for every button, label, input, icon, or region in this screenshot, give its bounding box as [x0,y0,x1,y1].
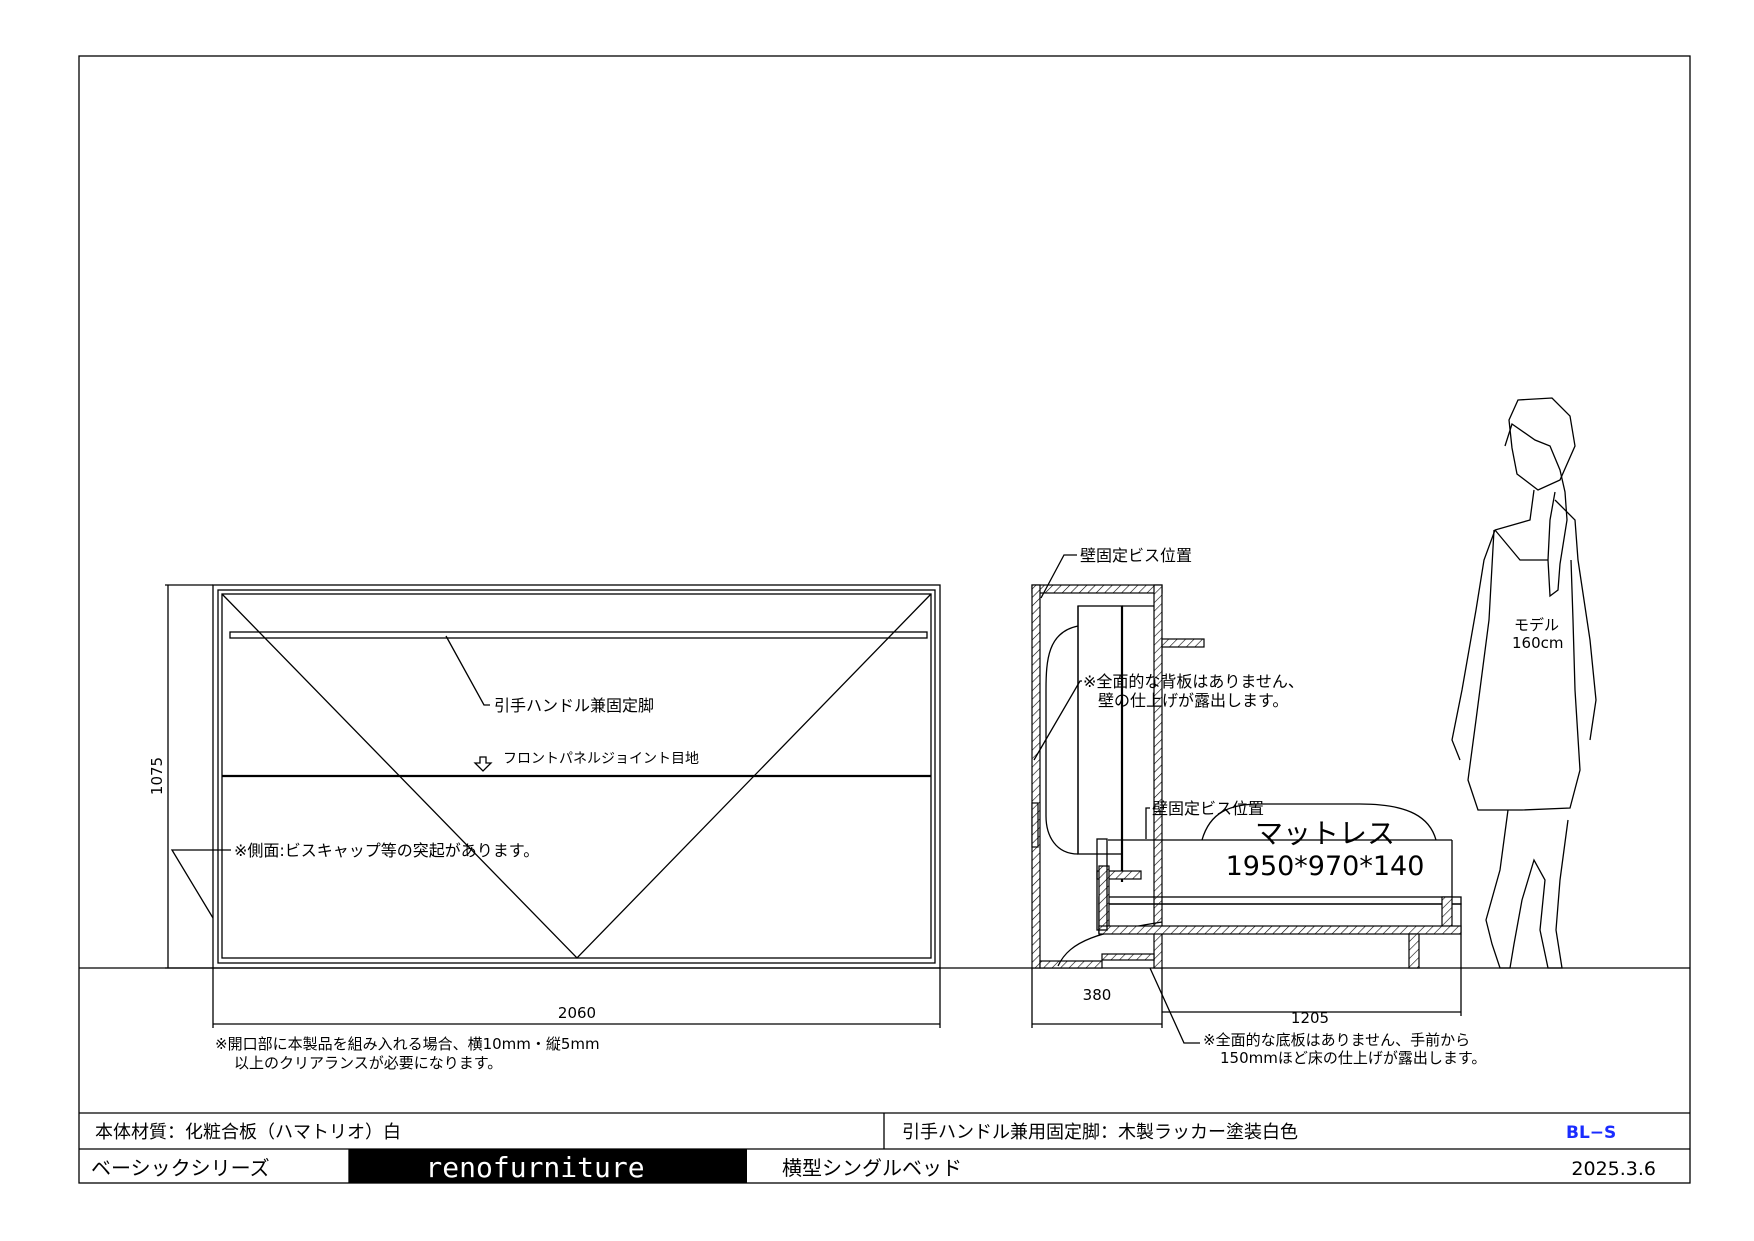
front-board [1153,584,1163,969]
label-height: 160cm [1512,634,1564,652]
dim-depth-closed: 380 [1083,986,1112,1004]
note-side: ※側面:ビスキャップ等の突起があります。 [234,841,539,860]
human-figure: モデル 160cm [1451,397,1597,969]
wall-side-board [1031,584,1041,969]
sheet-border [78,55,1691,1184]
mattress-top [1098,896,1462,905]
dim-depth-open: 1205 [1291,1009,1329,1027]
figure-right-arm [1554,499,1597,741]
mattress-outline [1201,803,1437,841]
leg [1408,933,1420,969]
model-code: BL−S [1566,1123,1616,1143]
material-text: 本体材質：化粧合板（ハマトリオ）白 [95,1122,401,1143]
front-view: 1075 2060 引手ハンドル兼固定脚 フロントパネルジョイント目地 ※側面:… [148,584,941,1072]
mattress-size: 1950*970*140 [1226,851,1425,882]
series-name: ベーシックシリーズ [91,1156,270,1180]
brand-name: renofurniture [425,1151,644,1184]
note-back-2: 壁の仕上げが露出します。 [1098,691,1288,710]
note-screw-top: 壁固定ビス位置 [1080,546,1192,565]
handle-bar [229,631,928,639]
dim-height-text: 1075 [148,757,166,795]
wall-screw-block [1161,638,1205,648]
bed-frame [1098,925,1462,935]
note-handle: 引手ハンドル兼固定脚 [494,696,654,715]
note-back-1: ※全面的な背板はありません、 [1083,672,1304,691]
label-model: モデル [1514,616,1559,634]
figure-legs [1485,809,1569,969]
top-board [1031,584,1163,594]
product-name: 横型シングルベッド [782,1156,962,1180]
note-bottom-1: ※全面的な底板はありません、手前から [1203,1031,1470,1049]
drawing-date: 2025.3.6 [1571,1158,1656,1180]
fold-arc [1045,625,1079,855]
note-clearance-1: ※開口部に本製品を組み入れる場合、横10mm・縦5mm [215,1035,600,1053]
title-block: 本体材質：化粧合板（ハマトリオ）白 引手ハンドル兼用固定脚：木製ラッカー塗装白色… [79,1112,1690,1184]
handle-material-text: 引手ハンドル兼用固定脚：木製ラッカー塗装白色 [902,1121,1298,1143]
down-arrow-icon [473,756,493,772]
note-bottom-2: 150mmほど床の仕上げが露出します。 [1220,1049,1486,1067]
open-direction-mark [221,593,932,959]
figure-left-arm [1451,489,1535,761]
front-cabinet-inner [217,589,936,964]
base-board-right [1101,953,1155,961]
base-board-left [1039,960,1103,969]
figure-dress [1467,529,1581,811]
dim-width-text: 2060 [558,1004,596,1022]
side-view: マットレス 1950*970*140 壁固定ビス位置 ※全面的な背板はありません… [1031,546,1486,1067]
note-clearance-2: 以上のクリアランスが必要になります。 [234,1054,502,1072]
note-screw-mid: 壁固定ビス位置 [1152,799,1264,818]
front-cabinet-outer [212,584,941,969]
note-joint: フロントパネルジョイント目地 [503,751,699,767]
figure-head [1508,397,1576,491]
inner-frame [1077,605,1123,855]
brand-box [349,1149,747,1183]
mattress-label: マットレス [1255,817,1395,850]
